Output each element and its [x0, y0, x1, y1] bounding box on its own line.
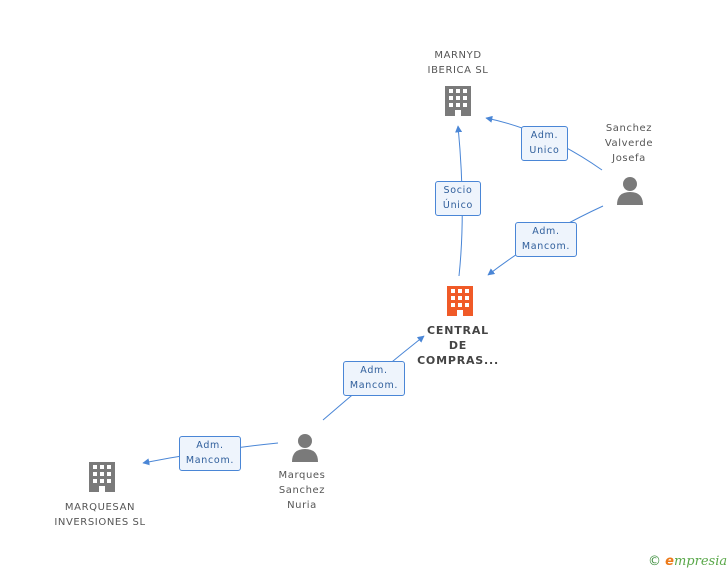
relation-marques-marquesan[interactable]: Adm. Mancom. — [179, 436, 241, 471]
relation-sanchez-marnyd[interactable]: Adm. Unico — [521, 126, 568, 161]
node-label-marques-person[interactable]: Marques Sanchez Nuria — [252, 468, 352, 513]
label-line: Sanchez — [605, 123, 653, 134]
relation-line: Mancom. — [349, 380, 399, 391]
label-line: Valverde — [604, 138, 654, 149]
relation-line: Adm. — [532, 226, 560, 237]
copyright-symbol: © — [648, 554, 661, 569]
relation-line: Mancom. — [185, 455, 235, 466]
relation-line: Socio — [443, 185, 473, 196]
label-line: Josefa — [612, 153, 646, 164]
node-label-marquesan[interactable]: MARQUESAN INVERSIONES SL — [40, 500, 160, 530]
brand-logo-rest: mpresia — [673, 554, 728, 569]
person-icon[interactable] — [290, 432, 320, 462]
relation-central-marnyd[interactable]: Socio Único — [435, 181, 481, 216]
relation-sanchez-central[interactable]: Adm. Mancom. — [515, 222, 577, 257]
brand-logo-e: e — [665, 554, 674, 569]
person-icon[interactable] — [615, 175, 645, 205]
relation-marques-central[interactable]: Adm. Mancom. — [343, 361, 405, 396]
label-line: Nuria — [287, 500, 317, 511]
node-label-marnyd[interactable]: MARNYD IBERICA SL — [408, 48, 508, 78]
main-building-icon[interactable] — [445, 284, 475, 318]
building-icon[interactable] — [443, 84, 473, 118]
label-line: Marques — [278, 470, 326, 481]
label-line: COMPRAS... — [417, 354, 499, 367]
label-line: CENTRAL — [427, 324, 489, 337]
relation-line: Único — [442, 200, 474, 211]
relation-line: Mancom. — [521, 241, 571, 252]
building-icon[interactable] — [87, 460, 117, 494]
label-line: INVERSIONES SL — [54, 517, 146, 528]
label-line: Sanchez — [278, 485, 326, 496]
label-line: DE — [448, 339, 468, 352]
label-line: MARNYD — [434, 50, 482, 61]
label-line: IBERICA SL — [427, 65, 489, 76]
brand-watermark: © empresia — [648, 554, 727, 569]
relation-line: Adm. — [530, 130, 559, 141]
node-label-sanchez[interactable]: Sanchez Valverde Josefa — [579, 121, 679, 166]
relation-line: Adm. — [360, 365, 388, 376]
label-line: MARQUESAN — [64, 502, 136, 513]
node-label-central[interactable]: CENTRAL DE COMPRAS... — [408, 323, 508, 368]
relation-line: Unico — [529, 145, 560, 156]
relation-line: Adm. — [196, 440, 224, 451]
